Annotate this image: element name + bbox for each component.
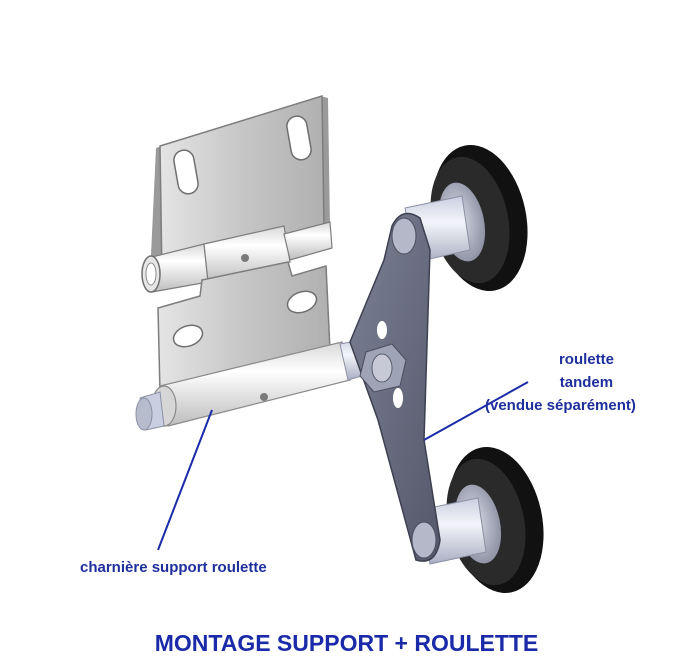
label-roulette-tandem: roulette tandem (vendue séparément) — [485, 348, 636, 417]
label-roulette-line1: roulette — [558, 351, 614, 368]
page-title: MONTAGE SUPPORT + ROULETTE — [154, 630, 539, 656]
label-charniere-support: charnière support roulette — [80, 559, 267, 576]
label-roulette-line3: (vendue séparément) — [485, 397, 636, 414]
label-roulette-line2: tandem — [559, 374, 614, 391]
lower-wheel — [419, 446, 544, 594]
tandem-bracket — [349, 212, 441, 562]
leader-line-roulette — [423, 381, 529, 441]
leader-line-charniere — [157, 409, 213, 551]
